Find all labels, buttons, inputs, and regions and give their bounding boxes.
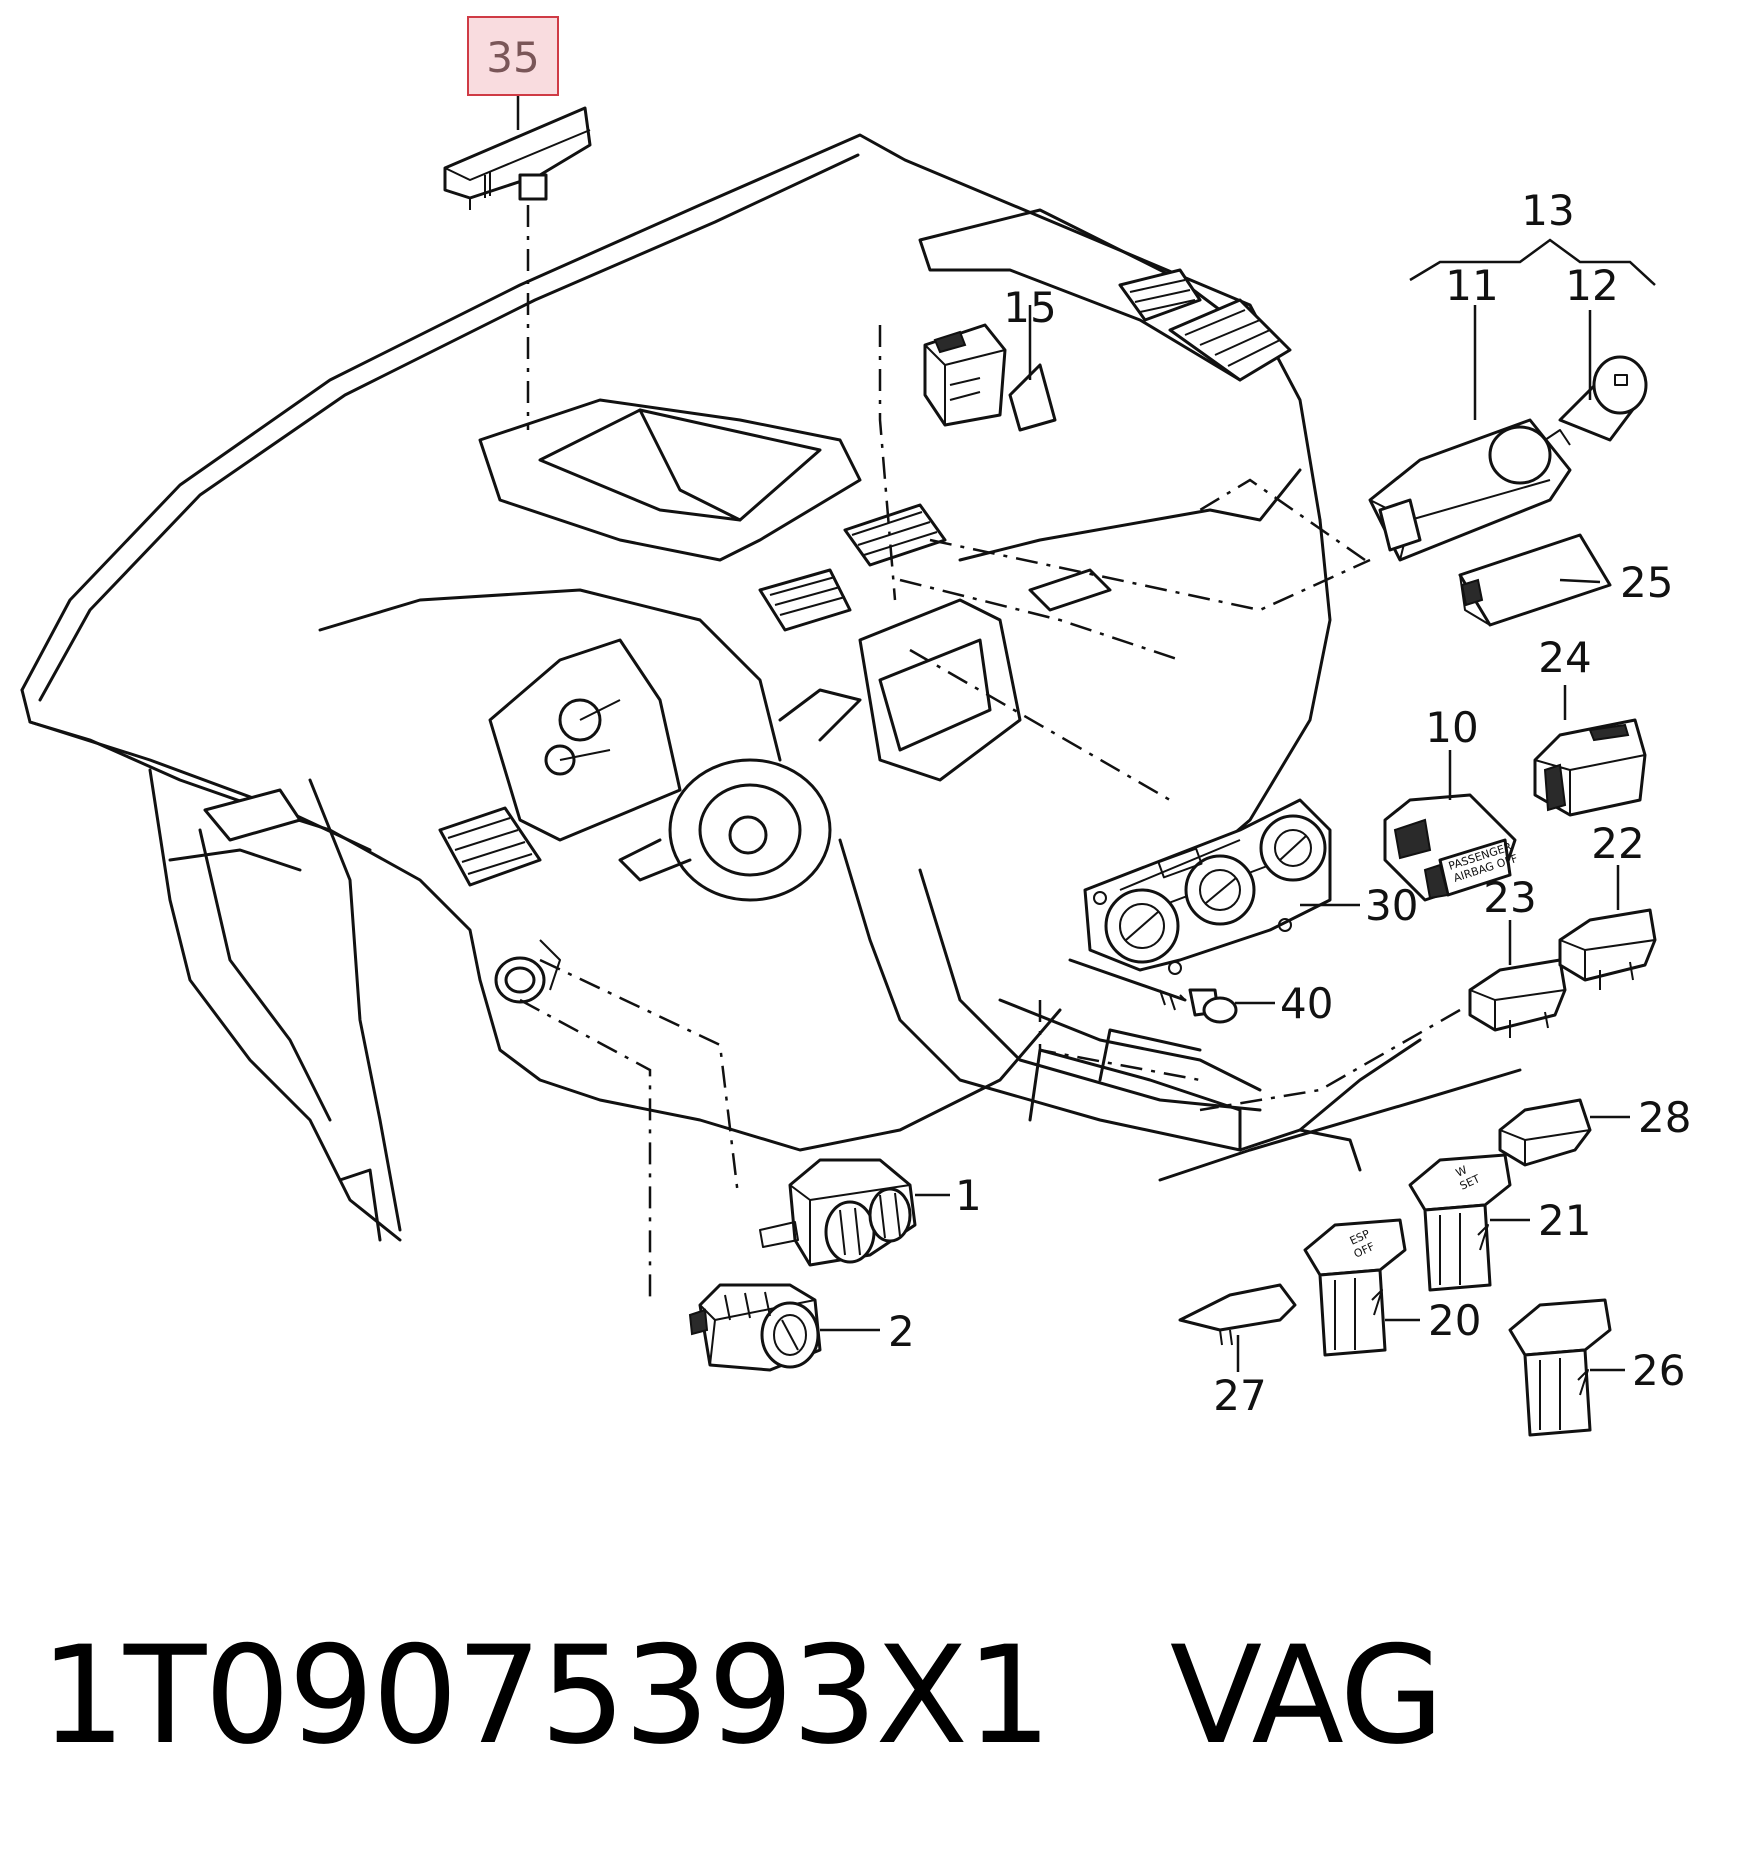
- brand-name: VAG: [1169, 1617, 1444, 1774]
- leader-lines: [516, 95, 1656, 1372]
- part-27: [1178, 1283, 1297, 1346]
- part-35: [443, 106, 592, 210]
- callout-13[interactable]: 13: [1521, 186, 1574, 235]
- assembly-lines: [519, 205, 1461, 1300]
- callout-26[interactable]: 26: [1632, 1346, 1685, 1395]
- part-22: [1558, 908, 1657, 990]
- dashboard-body: [20, 133, 1522, 1242]
- part-26: [1508, 1298, 1612, 1437]
- callout-24[interactable]: 24: [1538, 633, 1591, 682]
- callout-1[interactable]: 1: [955, 1171, 982, 1220]
- callout-11[interactable]: 11: [1445, 261, 1498, 310]
- callout-2[interactable]: 2: [888, 1307, 915, 1356]
- callouts: 35 13 11 12 15 25 24 10 22 23 30 40 28 2…: [467, 16, 1691, 1420]
- exploded-parts-diagram: PASSENGER AIRBAG OFF: [20, 16, 1691, 1437]
- part-15: [923, 323, 1057, 432]
- callout-15[interactable]: 15: [1003, 283, 1056, 332]
- callout-27[interactable]: 27: [1213, 1371, 1266, 1420]
- part-23: [1468, 958, 1567, 1038]
- part-number: 1T09075393X1: [40, 1617, 1052, 1774]
- callout-35-highlight-box: [467, 16, 559, 96]
- callout-23[interactable]: 23: [1483, 873, 1536, 922]
- callout-12[interactable]: 12: [1565, 261, 1618, 310]
- part-21: W SET: [1408, 1153, 1512, 1292]
- part-24: [1533, 718, 1647, 817]
- callout-10[interactable]: 10: [1425, 703, 1478, 752]
- part-2: [688, 1283, 822, 1372]
- callout-40[interactable]: 40: [1280, 979, 1333, 1028]
- callout-35[interactable]: 35: [486, 33, 539, 82]
- callout-25[interactable]: 25: [1620, 558, 1673, 607]
- part-number-footer: 1T09075393X1 VAG: [40, 1617, 1444, 1774]
- part-12: [1544, 355, 1648, 446]
- instrument-cluster: [318, 588, 1022, 1004]
- part-25: [1458, 533, 1612, 627]
- upper-vents: [203, 268, 1292, 887]
- callout-22[interactable]: 22: [1591, 819, 1644, 868]
- part-11: [1368, 418, 1572, 562]
- callout-28[interactable]: 28: [1638, 1093, 1691, 1142]
- w-label: W: [1454, 1163, 1469, 1179]
- dash-tray: [478, 208, 1262, 562]
- callout-21[interactable]: 21: [1538, 1196, 1591, 1245]
- part-20: ESP OFF: [1303, 1218, 1407, 1357]
- part-10: PASSENGER AIRBAG OFF: [1383, 793, 1519, 902]
- callout-30[interactable]: 30: [1365, 881, 1418, 930]
- part-28: [1498, 1098, 1592, 1167]
- part-40: [1068, 958, 1238, 1024]
- callout-20[interactable]: 20: [1428, 1296, 1481, 1345]
- part-1: [759, 1158, 917, 1267]
- part-30: [1083, 798, 1332, 975]
